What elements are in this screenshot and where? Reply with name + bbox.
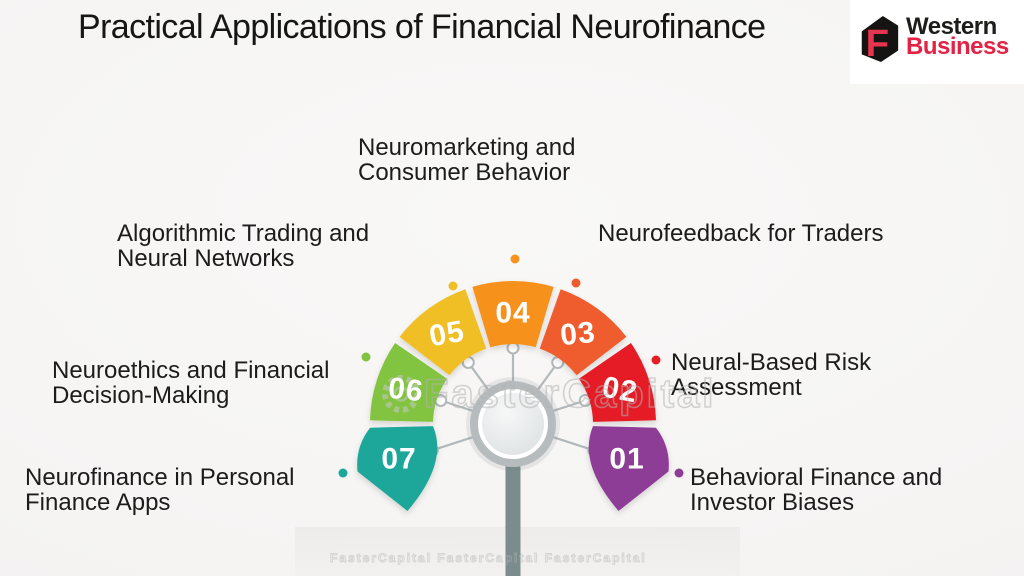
label-line: Algorithmic Trading and — [117, 220, 370, 247]
segment-number-07: 07 — [381, 443, 416, 476]
segment-03 — [539, 289, 627, 376]
segment-number-01: 01 — [609, 443, 644, 476]
outer-dot — [651, 355, 661, 365]
outer-dot — [510, 254, 520, 264]
label-algorithmic-trading-neural-networks: Algorithmic Trading and Neural Networks — [117, 221, 369, 271]
spoke-dot — [506, 341, 520, 355]
page-title: Practical Applications of Financial Neur… — [78, 8, 766, 46]
label-line: Investor Biases — [690, 489, 855, 516]
watermark-gear-icon — [382, 375, 420, 413]
label-line: Neurofinance in Personal — [25, 464, 295, 491]
label-line: Neurofeedback for Traders — [598, 220, 884, 247]
logo-words: Western Business — [906, 13, 1009, 60]
logo-f-icon: F — [861, 16, 899, 65]
label-line: Finance Apps — [25, 489, 171, 516]
segment-number-04: 04 — [495, 297, 530, 330]
segment-05 — [399, 289, 487, 376]
label-line: Behavioral Finance and — [690, 464, 943, 491]
hub-inner-circle — [482, 393, 544, 455]
western-business-logo: F Western Business — [850, 0, 1024, 84]
segment-01 — [588, 426, 669, 511]
label-line: Assessment — [671, 374, 802, 401]
label-neural-based-risk-assessment: Neural-Based Risk Assessment — [671, 350, 871, 400]
spoke-line — [550, 435, 595, 452]
logo-black-shape — [861, 16, 899, 62]
hub-shadow — [466, 377, 560, 471]
label-neuroethics-decision-making: Neuroethics and Financial Decision-Makin… — [52, 358, 330, 408]
label-line: Decision-Making — [52, 382, 230, 409]
logo-word-western: Western — [906, 13, 997, 40]
label-line: Neuroethics and Financial — [52, 357, 330, 384]
segment-number-05: 05 — [427, 315, 468, 354]
segment-02 — [578, 343, 656, 422]
outer-dot — [338, 468, 348, 478]
label-neurofinance-personal-finance-apps: Neurofinance in Personal Finance Apps — [25, 465, 295, 515]
label-line: Neuromarketing and — [358, 134, 576, 161]
logo-letter-f: F — [866, 22, 889, 65]
segment-number-02: 02 — [600, 371, 641, 410]
label-line: Neural-Based Risk — [671, 349, 872, 376]
segment-number-03: 03 — [559, 316, 598, 353]
segment-number-06: 06 — [387, 372, 426, 409]
outer-dot — [448, 281, 458, 291]
label-neurofeedback-for-traders: Neurofeedback for Traders — [598, 221, 883, 246]
label-behavioral-finance-investor-biases: Behavioral Finance and Investor Biases — [690, 465, 942, 515]
segment-04 — [472, 281, 554, 348]
label-line: Neural Networks — [117, 245, 295, 272]
segment-07 — [357, 426, 438, 511]
outer-dot — [361, 352, 371, 362]
watermark-gear-center — [393, 386, 409, 402]
spoke-line — [431, 435, 476, 452]
logo-word-business: Business — [906, 33, 1009, 60]
outer-dot — [674, 468, 684, 478]
label-neuromarketing-consumer-behavior: Neuromarketing and Consumer Behavior — [358, 135, 575, 185]
label-line: Consumer Behavior — [358, 159, 571, 186]
outer-dot — [571, 278, 581, 288]
